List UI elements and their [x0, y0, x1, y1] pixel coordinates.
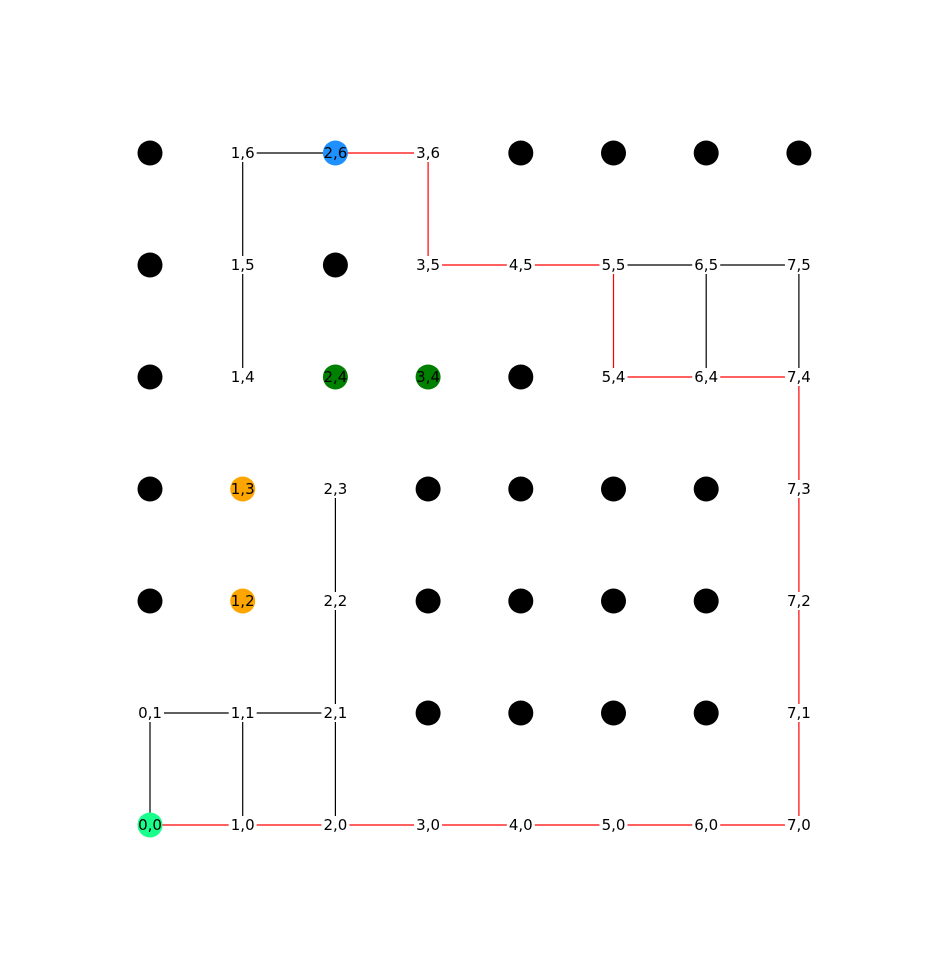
node-label-5-0: 5,0 — [602, 816, 626, 834]
node-label-7-0: 7,0 — [787, 816, 811, 834]
blocked-node-0-3 — [137, 476, 163, 502]
edges-layer — [149, 152, 800, 826]
node-label-background — [228, 368, 257, 386]
node-label-6-4: 6,4 — [694, 368, 718, 386]
blocked-node-3-1 — [415, 700, 441, 726]
green-node-2-4 — [322, 364, 348, 390]
node-label-1-0: 1,0 — [231, 816, 255, 834]
node-label-3-6: 3,6 — [416, 144, 440, 162]
node-label-1-5: 1,5 — [231, 256, 255, 274]
node-label-1-2: 1,2 — [231, 592, 255, 610]
node-label-7-1: 7,1 — [787, 704, 811, 722]
node-label-1-4: 1,4 — [231, 368, 255, 386]
node-label-background — [506, 256, 535, 274]
node-label-6-5: 6,5 — [694, 256, 718, 274]
node-label-background — [692, 256, 721, 274]
node-label-0-0: 0,0 — [138, 816, 162, 834]
nodes-layer — [136, 140, 813, 838]
blocked-node-4-4 — [508, 364, 534, 390]
node-label-2-2: 2,2 — [323, 592, 347, 610]
blocked-node-4-2 — [508, 588, 534, 614]
blocked-node-5-3 — [601, 476, 626, 502]
blocked-node-4-1 — [508, 700, 534, 726]
blocked-node-5-1 — [601, 700, 626, 726]
green-node-3-4 — [415, 364, 441, 390]
blocked-node-0-6 — [137, 140, 163, 166]
blocked-node-0-5 — [137, 252, 163, 278]
node-label-background — [321, 480, 350, 498]
node-label-0-1: 0,1 — [138, 704, 162, 722]
node-label-background — [321, 704, 350, 722]
blocked-node-6-2 — [693, 588, 719, 614]
node-label-background — [228, 816, 257, 834]
node-label-background — [692, 368, 721, 386]
goal-node-2-6 — [322, 140, 348, 166]
node-label-background — [414, 256, 443, 274]
node-label-4-0: 4,0 — [509, 816, 533, 834]
node-label-background — [321, 592, 350, 610]
node-label-background — [136, 704, 164, 722]
node-label-5-5: 5,5 — [602, 256, 626, 274]
blocked-node-6-6 — [693, 140, 719, 166]
blocked-node-3-3 — [415, 476, 441, 502]
node-label-background — [784, 592, 813, 610]
node-label-background — [599, 368, 628, 386]
node-label-background — [599, 256, 628, 274]
blocked-node-5-6 — [601, 140, 626, 166]
node-label-1-6: 1,6 — [231, 144, 255, 162]
node-label-6-0: 6,0 — [694, 816, 718, 834]
blocked-node-5-2 — [601, 588, 626, 614]
node-label-background — [414, 144, 443, 162]
node-label-background — [784, 704, 813, 722]
node-label-background — [599, 816, 628, 834]
node-label-7-4: 7,4 — [787, 368, 811, 386]
node-label-3-5: 3,5 — [416, 256, 440, 274]
blocked-node-6-3 — [693, 476, 719, 502]
labels-layer: 0,0 1,0 2,0 3,0 4,0 5,0 6,0 7,0 0,1 1,1 2,1 7,1 1,2 2… — [138, 144, 811, 834]
blocked-node-3-2 — [415, 588, 441, 614]
start-node-0-0 — [137, 812, 163, 838]
node-label-background — [506, 816, 535, 834]
blocked-node-4-3 — [508, 476, 534, 502]
blocked-node-2-5 — [322, 252, 348, 278]
node-label-5-4: 5,4 — [602, 368, 626, 386]
node-label-background — [228, 704, 257, 722]
node-label-background — [784, 816, 813, 834]
node-label-1-3: 1,3 — [231, 480, 255, 498]
node-label-background — [784, 480, 813, 498]
orange-node-1-2 — [230, 588, 256, 614]
node-label-background — [414, 816, 443, 834]
blocked-node-7-6 — [786, 140, 812, 166]
node-label-background — [784, 368, 813, 386]
node-label-background — [228, 256, 257, 274]
node-label-2-3: 2,3 — [323, 480, 347, 498]
blocked-node-6-1 — [693, 700, 719, 726]
node-label-7-2: 7,2 — [787, 592, 811, 610]
node-label-3-0: 3,0 — [416, 816, 440, 834]
node-label-1-1: 1,1 — [231, 704, 255, 722]
node-label-3-4: 3,4 — [416, 368, 440, 386]
node-label-2-4: 2,4 — [323, 368, 347, 386]
orange-node-1-3 — [230, 476, 256, 502]
node-label-background — [321, 816, 350, 834]
node-label-background — [228, 144, 257, 162]
node-label-background — [784, 256, 813, 274]
node-label-background — [692, 816, 721, 834]
node-label-2-1: 2,1 — [323, 704, 347, 722]
blocked-node-0-4 — [137, 364, 163, 390]
blocked-node-4-6 — [508, 140, 534, 166]
node-label-7-5: 7,5 — [787, 256, 811, 274]
node-label-2-0: 2,0 — [323, 816, 347, 834]
node-label-2-6: 2,6 — [323, 144, 347, 162]
node-label-4-5: 4,5 — [509, 256, 533, 274]
node-label-7-3: 7,3 — [787, 480, 811, 498]
blocked-node-0-2 — [137, 588, 163, 614]
